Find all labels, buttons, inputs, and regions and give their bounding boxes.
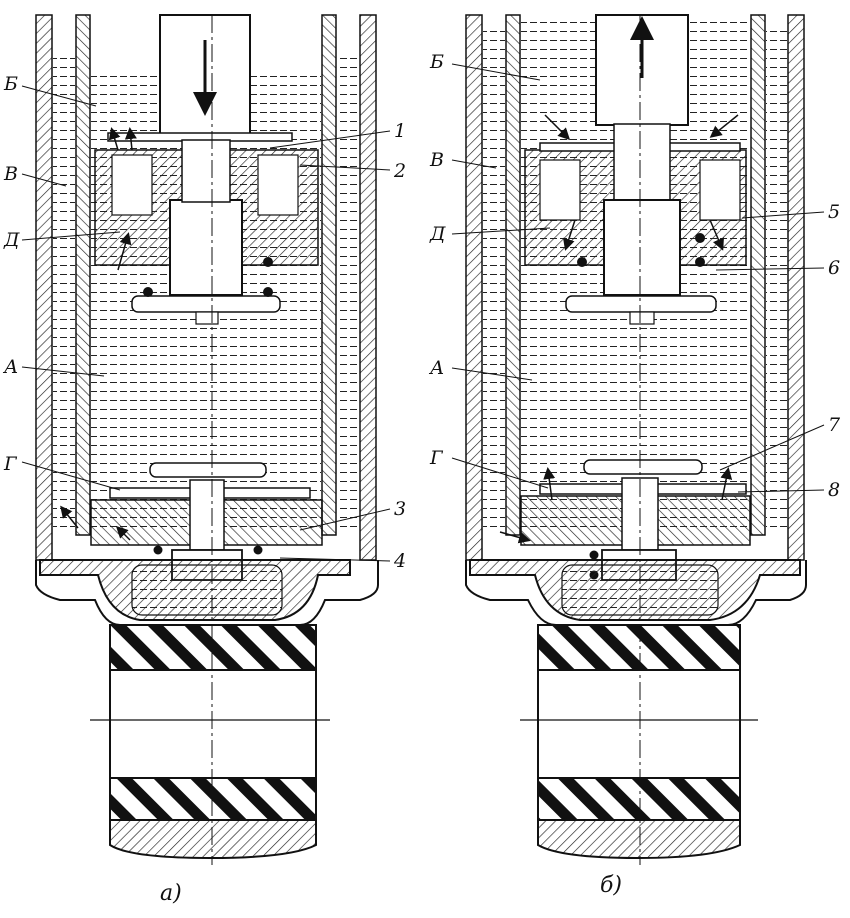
caption-view-b: б) [600,873,622,898]
flow-arrow [544,114,571,141]
label-part-6: 6 [828,257,840,279]
flow-arrow [709,219,724,251]
piston-center-bolt [613,123,671,205]
valve-spring-coil [263,287,273,297]
reservoir-chamber-v [483,30,505,535]
leader-line [719,424,825,471]
label-part-8: 8 [828,479,840,501]
valve-spring-coil [577,257,587,267]
valve-spring-coil [153,545,163,555]
valve-spring-coil [695,233,705,243]
reservoir-chamber-v-right [338,55,359,535]
leader-line [21,173,67,187]
inner-cylinder-left-wall [505,14,521,536]
leader-line [451,159,497,169]
rebound-valve-passage-left [111,154,153,216]
piston-valve-stack [131,295,281,313]
piston-valve-stack [565,295,717,313]
leader-line [737,489,825,493]
flow-arrow [60,505,79,529]
label-chamber-d: Д [429,223,446,245]
inner-cylinder-left-wall [75,14,91,536]
base-valve-stem [189,479,225,551]
leader-line [21,461,121,491]
label-part-2: 2 [393,160,406,182]
flow-arrow [115,525,131,541]
flow-arrow [709,114,739,138]
label-chamber-g: Г [429,447,444,469]
label-part-5: 5 [828,201,840,223]
leader-line [21,231,121,241]
mounting-eye-bushing-bottom [109,777,317,821]
leader-line [299,164,391,171]
piston-end-nut [195,311,219,325]
reservoir-chamber-v-right [766,30,787,535]
leader-line [269,130,391,149]
label-chamber-g: Г [3,453,18,475]
label-part-4: 4 [393,550,406,572]
mounting-eye-bushing-top [109,624,317,671]
leader-line [299,508,391,531]
piston-end-nut [629,311,655,325]
base-valve-disc [149,462,267,478]
flow-arrow [720,467,733,501]
flow-arrow [499,531,531,544]
view-compression: Б В Д А Г 1 2 3 4 а) [2,14,406,906]
leader-line [451,63,541,81]
flow-arrow [124,127,137,151]
outer-tube-right-wall [359,14,377,561]
view-rebound: Б В Д А Г 5 6 7 8 б) [428,14,841,898]
inner-cylinder-right-wall [750,14,766,536]
piston-nut [169,199,243,296]
leader-line [715,267,825,271]
reservoir-chamber-v [53,55,75,535]
label-chamber-b: Б [3,73,18,95]
label-chamber-v: В [429,149,444,171]
leader-line [279,557,391,562]
flow-arrow [543,467,556,501]
rebound-valve-passage-right [257,154,299,216]
outer-tube-left-wall [465,14,483,561]
mounting-eye-sleeve [109,669,317,779]
flow-arrow [563,219,576,251]
leader-line [21,366,105,377]
mounting-eye-bushing-bottom [537,777,741,821]
mounting-eye-sleeve [537,669,741,779]
leader-line [741,211,825,219]
inner-cylinder-right-wall [321,14,337,536]
rebound-valve-passage-right [699,159,741,221]
piston-nut [603,199,681,296]
label-chamber-a: А [428,357,444,379]
valve-spring-coil [589,550,599,560]
valve-spring-coil [695,257,705,267]
piston-center-bolt [181,139,231,203]
label-part-1: 1 [394,120,406,142]
base-valve-chamber [131,564,283,616]
outer-tube-left-wall [35,14,53,561]
outer-tube-right-wall [787,14,805,561]
mounting-eye-base [109,819,317,860]
label-chamber-v: В [3,163,18,185]
mounting-eye-base [537,819,741,860]
leader-line [451,367,533,381]
label-part-3: 3 [394,498,406,520]
valve-spring-coil [143,287,153,297]
label-chamber-a: А [2,356,18,378]
leader-line [451,457,549,489]
caption-view-a: а) [160,881,182,906]
valve-spring-coil [263,257,273,267]
flow-arrow [108,127,121,151]
mounting-eye-bushing-top [537,624,741,671]
valve-spring-coil [253,545,263,555]
label-chamber-b: Б [429,51,444,73]
leader-line [451,227,551,235]
rebound-valve-passage-left [539,159,581,221]
label-part-7: 7 [828,414,841,436]
label-chamber-d: Д [3,229,20,251]
base-valve-disc [583,459,703,475]
flow-arrow [117,232,132,271]
leader-line [21,85,97,107]
